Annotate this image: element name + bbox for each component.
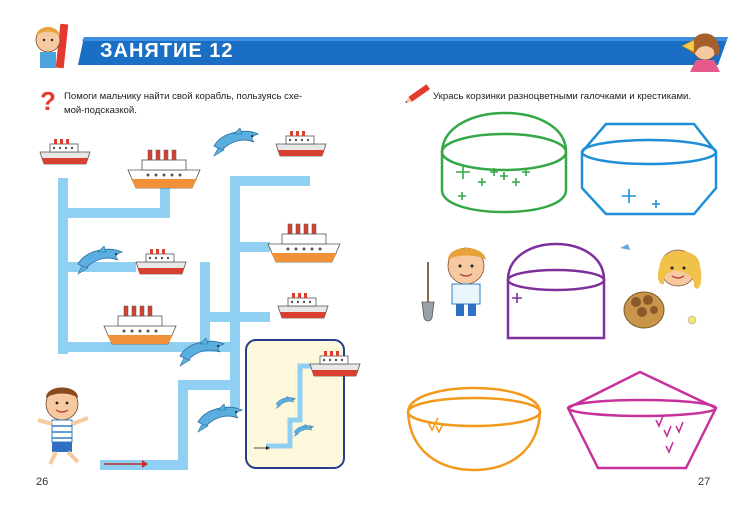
running-boy-illustration (37, 387, 89, 465)
left-task-line2: мой-подсказкой. (64, 105, 137, 116)
girl-with-basket-illustration (620, 244, 702, 329)
left-task-line1: Помоги мальчику найти свой корабль, поль… (64, 91, 303, 102)
pencil-icon (405, 84, 430, 103)
maze (58, 176, 310, 470)
orange-basket (406, 386, 542, 472)
purple-basket (506, 242, 606, 340)
right-page-number: 27 (698, 476, 711, 488)
lesson-title: ЗАНЯТИЕ 12 (100, 40, 234, 62)
boy-with-shovel-illustration (421, 247, 486, 322)
magenta-basket (566, 370, 718, 470)
hint-scheme-box (245, 339, 361, 469)
ship-icon (275, 130, 327, 157)
dolphin-icon (197, 403, 243, 433)
dolphin-icon (213, 127, 259, 157)
ship-icon (127, 149, 201, 189)
girl-illustration (681, 33, 720, 72)
green-basket (440, 111, 568, 214)
question-mark-icon: ? (40, 86, 56, 116)
right-task-text: Укрась корзинки разноцветными галочками … (433, 91, 692, 102)
lesson-banner: ЗАНЯТИЕ 12 (78, 37, 728, 65)
ship-icon (135, 248, 187, 275)
arrow-icon (104, 460, 148, 468)
ship-icon (277, 292, 329, 319)
ship-icon (267, 223, 341, 263)
ship-icon (103, 305, 177, 345)
left-task-text: Помоги мальчику найти свой корабль, поль… (64, 90, 354, 118)
boy-with-pencil-illustration (35, 23, 69, 69)
blue-basket (580, 122, 718, 216)
left-page-number: 26 (36, 476, 49, 488)
ship-icon (39, 138, 91, 165)
